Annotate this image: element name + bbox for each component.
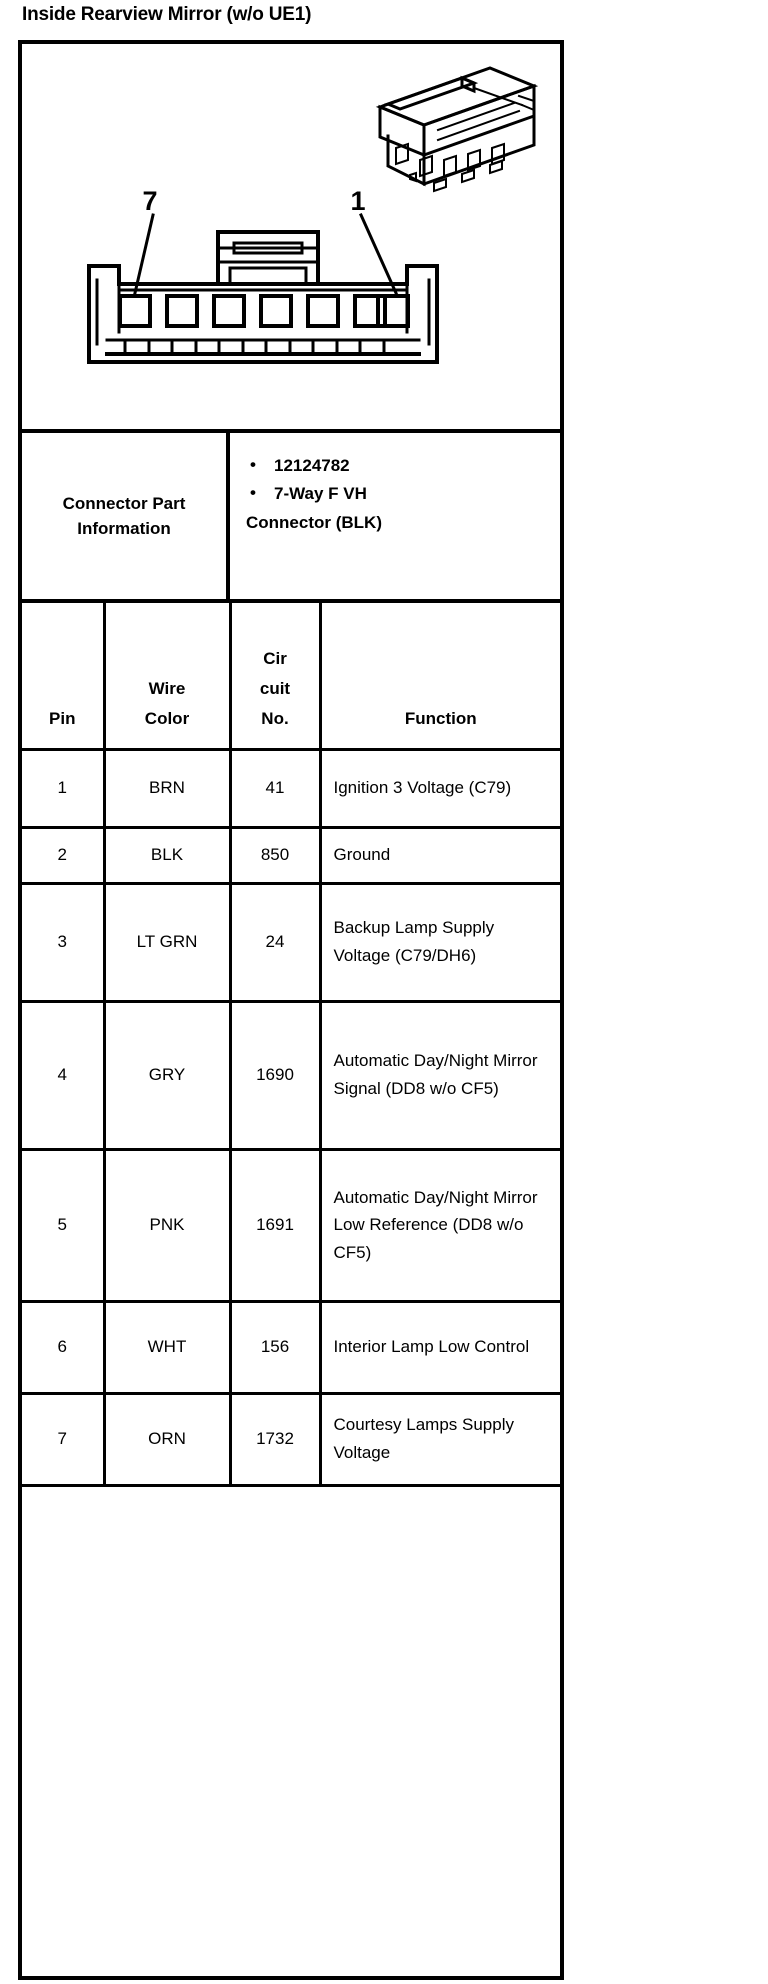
part-info-bullet-list: 12124782 7-Way F VH Connector (BLK) [246,452,550,536]
page-title: Inside Rearview Mirror (w/o UE1) [22,4,312,25]
connector-part-information-value: 12124782 7-Way F VH Connector (BLK) [230,433,560,599]
pin-assignment-table: Pin Wire Color Cir cuit No. Function 1 [22,599,560,1487]
pin-leader-lines [133,213,398,295]
cell-function: Ignition 3 Voltage (C79) [320,749,560,829]
pin-table-body: 1 BRN 41 Ignition 3 Voltage (C79) 2 BLK … [22,749,560,1487]
table-row: 3 LT GRN 24 Backup Lamp Supply Voltage (… [22,883,560,1003]
pin-label-7: 7 [142,186,157,216]
table-row: 1 BRN 41 Ignition 3 Voltage (C79) [22,749,560,829]
cell-pin: 6 [22,1301,106,1395]
cell-circuit-no: 41 [230,749,322,829]
cell-circuit-no: 1691 [230,1149,322,1303]
column-header-circuit-no: Cir cuit No. [230,601,322,751]
part-number-bullet: 12124782 [246,452,550,479]
cell-wire-color: LT GRN [104,883,232,1003]
cell-circuit-no: 24 [230,883,322,1003]
cell-wire-color: WHT [104,1301,232,1395]
cell-function: Courtesy Lamps Supply Voltage [320,1393,560,1487]
cell-function: Interior Lamp Low Control [320,1301,560,1395]
cell-pin: 1 [22,749,106,829]
table-row: 2 BLK 850 Ground [22,827,560,885]
cell-circuit-no: 156 [230,1301,322,1395]
cell-pin: 3 [22,883,106,1003]
connector-type-bullet-wrap: Connector (BLK) [246,512,382,532]
circuit-header-line-3: No. [261,708,289,728]
cell-pin: 2 [22,827,106,885]
cell-wire-color: BRN [104,749,232,829]
cell-wire-color: GRY [104,1001,232,1151]
cell-function: Backup Lamp Supply Voltage (C79/DH6) [320,883,560,1003]
cell-function: Ground [320,827,560,885]
table-row: 5 PNK 1691 Automatic Day/Night Mirror Lo… [22,1149,560,1303]
cell-pin: 5 [22,1149,106,1303]
table-row: 7 ORN 1732 Courtesy Lamps Supply Voltage [22,1393,560,1487]
column-header-pin: Pin [22,601,106,751]
connector-type-bullet: 7-Way F VH [246,480,550,507]
wire-header-line-1: Wire [148,679,186,698]
cell-circuit-no: 1690 [230,1001,322,1151]
circuit-header-line-1: Cir [263,649,287,669]
cell-pin: 4 [22,1001,106,1151]
pin-label-1: 1 [350,186,365,216]
part-info-label-line-2: Information [77,519,171,538]
table-header-row: Pin Wire Color Cir cuit No. Function [22,601,560,751]
cell-function: Automatic Day/Night Mirror Low Reference… [320,1149,560,1303]
table-row: 4 GRY 1690 Automatic Day/Night Mirror Si… [22,1001,560,1151]
column-header-wire-color: Wire Color [104,601,232,751]
content-frame: 7 1 Connector Part Information 12124782 … [18,40,564,1980]
cell-function: Automatic Day/Night Mirror Signal (DD8 w… [320,1001,560,1151]
cell-wire-color: BLK [104,827,232,885]
connector-part-information-label: Connector Part Information [22,433,230,599]
table-row: 6 WHT 156 Interior Lamp Low Control [22,1301,560,1395]
cell-wire-color: ORN [104,1393,232,1487]
cell-wire-color: PNK [104,1149,232,1303]
connector-isometric-view [375,66,539,193]
column-header-function: Function [320,601,560,751]
wire-header-line-2: Color [144,708,190,728]
cell-circuit-no: 850 [230,827,322,885]
connector-illustration: 7 1 [22,44,560,429]
connector-face-view [87,230,439,364]
connector-part-information-row: Connector Part Information 12124782 7-Wa… [22,429,560,599]
circuit-header-line-2: cuit [259,679,291,698]
part-info-label-line-1: Connector Part [62,493,186,513]
cell-pin: 7 [22,1393,106,1487]
cell-circuit-no: 1732 [230,1393,322,1487]
